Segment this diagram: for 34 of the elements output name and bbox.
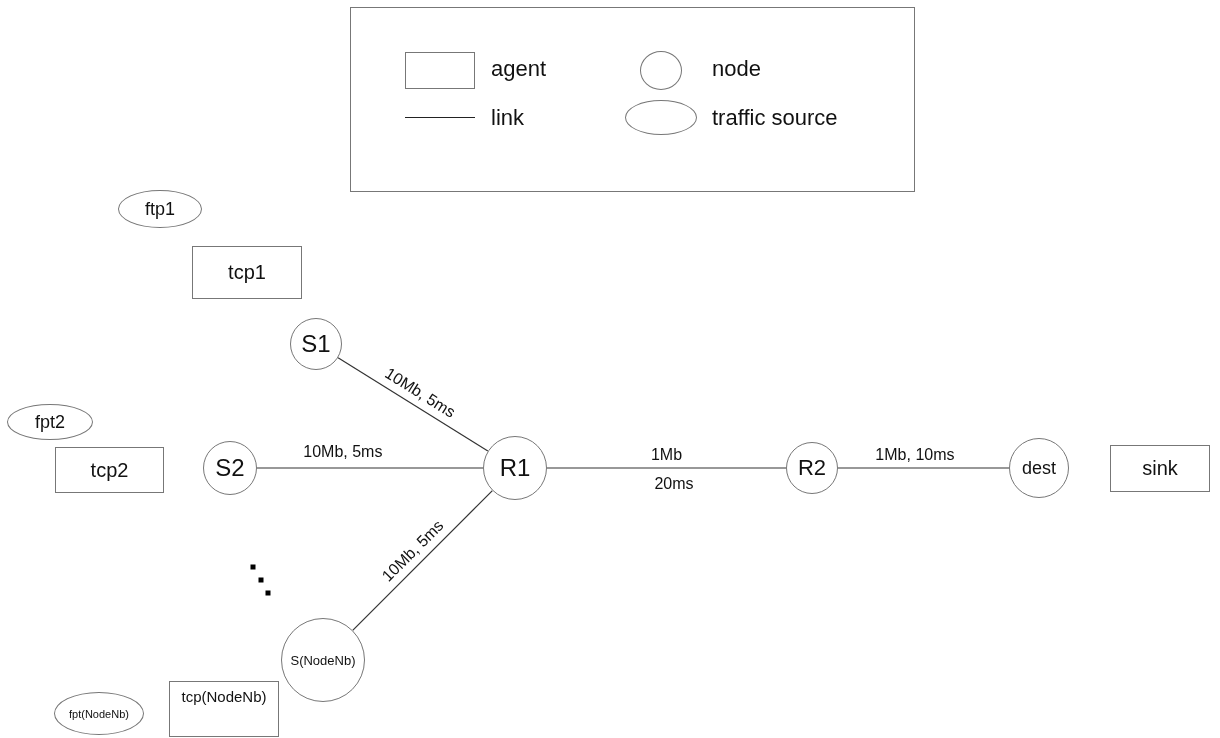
- node-label: tcp(NodeNb): [181, 688, 267, 705]
- node-circle: [786, 442, 838, 494]
- node-label: tcp2: [90, 458, 129, 482]
- node-label: ftp1: [145, 198, 175, 220]
- edge-label: 10Mb, 5ms: [303, 443, 383, 461]
- node-label: tcp1: [228, 261, 266, 284]
- node-label: sink: [1142, 457, 1178, 480]
- edge-label: 1Mb: [650, 446, 683, 464]
- agent-box: [192, 246, 302, 299]
- node-circle: [203, 441, 257, 495]
- node-label: R1: [499, 454, 531, 482]
- legend-label: node: [712, 56, 761, 82]
- node-label: S1: [301, 330, 331, 358]
- node-label: S(NodeNb): [290, 652, 356, 668]
- node-circle: [290, 318, 342, 370]
- legend-label: link: [491, 105, 524, 131]
- node-label: S2: [215, 454, 245, 482]
- agent-box: [55, 447, 164, 493]
- legend-label: traffic source: [712, 105, 838, 131]
- node-label: fpt2: [35, 411, 65, 433]
- link-line: [256, 467, 484, 469]
- link-line: [352, 490, 493, 631]
- node-circle: [1009, 438, 1069, 498]
- link-line: [837, 467, 1010, 469]
- agent-box: [1110, 445, 1210, 492]
- link-delay-label: 20ms: [654, 475, 694, 493]
- edge-label: 1Mb, 10ms: [875, 446, 955, 464]
- node-label: R2: [797, 455, 827, 481]
- agent-box: [169, 681, 279, 737]
- node-label: fpt(NodeNb): [69, 707, 129, 720]
- link-line: [546, 467, 787, 469]
- link-line: [337, 357, 489, 452]
- node-label: dest: [1022, 457, 1056, 479]
- legend-label: agent: [491, 56, 547, 82]
